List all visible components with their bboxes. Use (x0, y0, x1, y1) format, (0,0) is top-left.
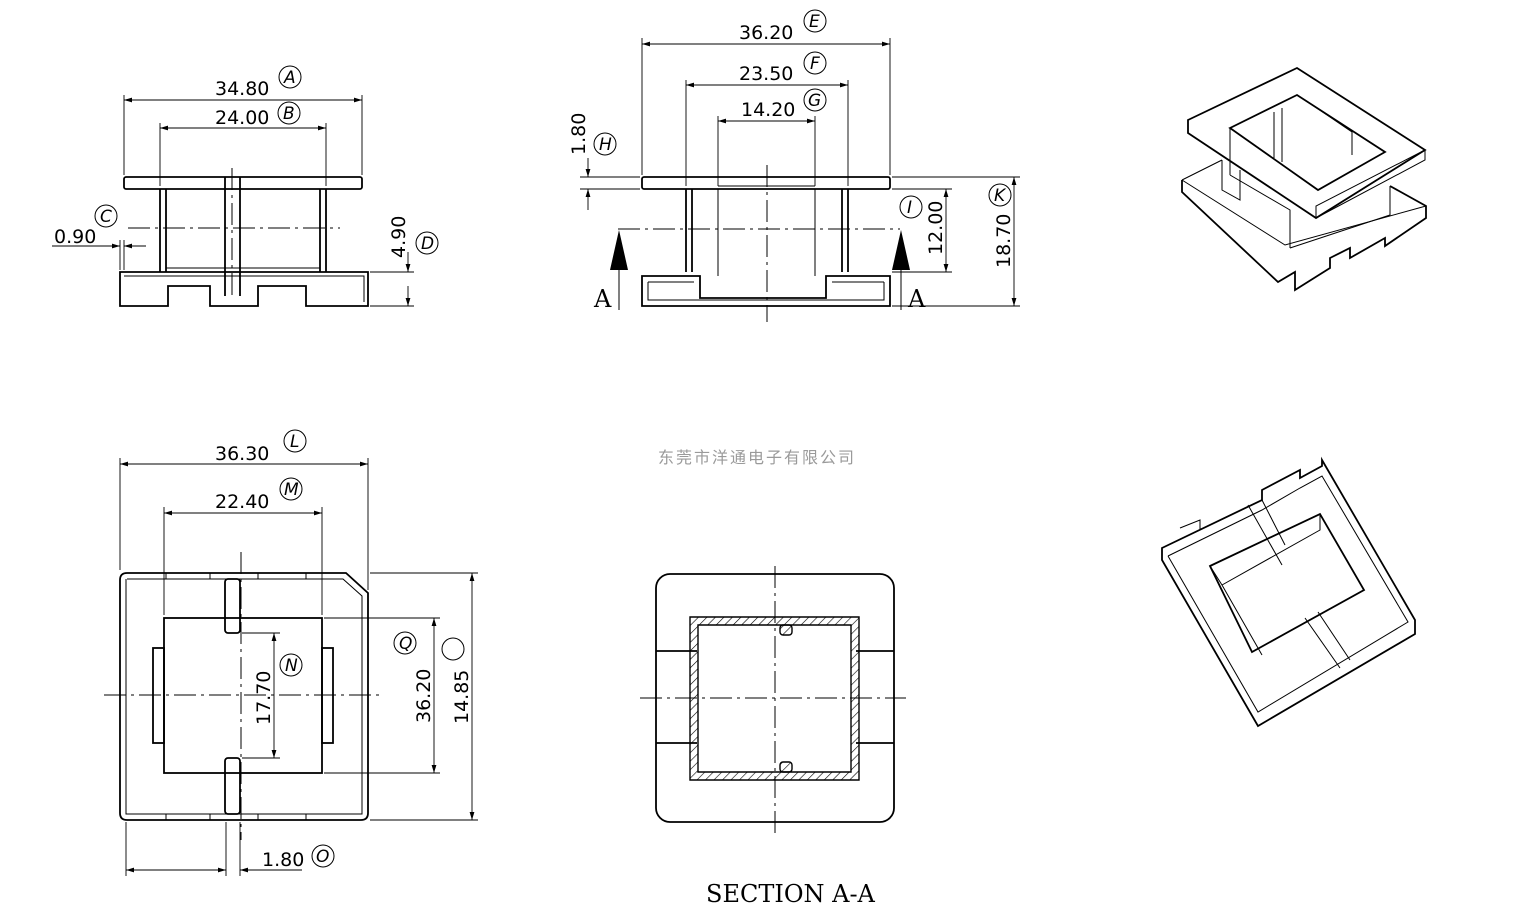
dim-P-value: 36.20 (413, 669, 435, 723)
top-view (104, 458, 478, 876)
dim-F-label: F (810, 54, 820, 74)
section-marker-right: A (907, 285, 926, 313)
dim-K-label: K (994, 186, 1007, 206)
dim-M-label: M (284, 480, 299, 500)
dim-Q-value: 14.85 (451, 670, 473, 724)
dim-G-value: 14.20 (741, 99, 795, 121)
dim-H-label: H (599, 135, 612, 155)
dim-G-label: G (808, 91, 821, 111)
dim-A-value: 34.80 (215, 78, 269, 100)
dim-K-value: 18.70 (993, 214, 1015, 268)
dim-E-value: 36.20 (739, 22, 793, 44)
dim-L-label: L (290, 432, 299, 452)
company-watermark: 东莞市洋通电子有限公司 (658, 448, 856, 467)
dim-B-label: B (283, 104, 295, 124)
isometric-view-top (1181, 66, 1427, 292)
dim-O-value: 1.80 (262, 849, 304, 871)
dim-C-label: C (100, 207, 112, 227)
dim-F-value: 23.50 (739, 63, 793, 85)
dim-H-value: 1.80 (568, 113, 590, 155)
dim-D-value: 4.90 (388, 216, 410, 258)
dim-E-label: E (809, 12, 820, 32)
dim-L-value: 36.30 (215, 443, 269, 465)
dim-O-label: O (316, 847, 329, 867)
dim-I-label: I (907, 198, 912, 218)
dim-I-value: 12.00 (925, 201, 947, 255)
dim-B-value: 24.00 (215, 107, 269, 129)
dim-A-label: A (283, 68, 296, 88)
side-view (52, 95, 414, 307)
dim-M-value: 22.40 (215, 491, 269, 513)
section-title: SECTION A-A (706, 880, 876, 908)
isometric-view-bottom (1161, 456, 1416, 728)
section-marker-left: A (593, 285, 612, 313)
front-view (580, 38, 1020, 322)
dim-D-label: D (421, 234, 434, 254)
dim-N-value: 17.70 (253, 671, 275, 725)
section-view (640, 566, 906, 834)
dim-C-value: 0.90 (54, 226, 96, 248)
dim-P-label: Q (399, 634, 412, 654)
dim-N-label: N (285, 656, 298, 676)
